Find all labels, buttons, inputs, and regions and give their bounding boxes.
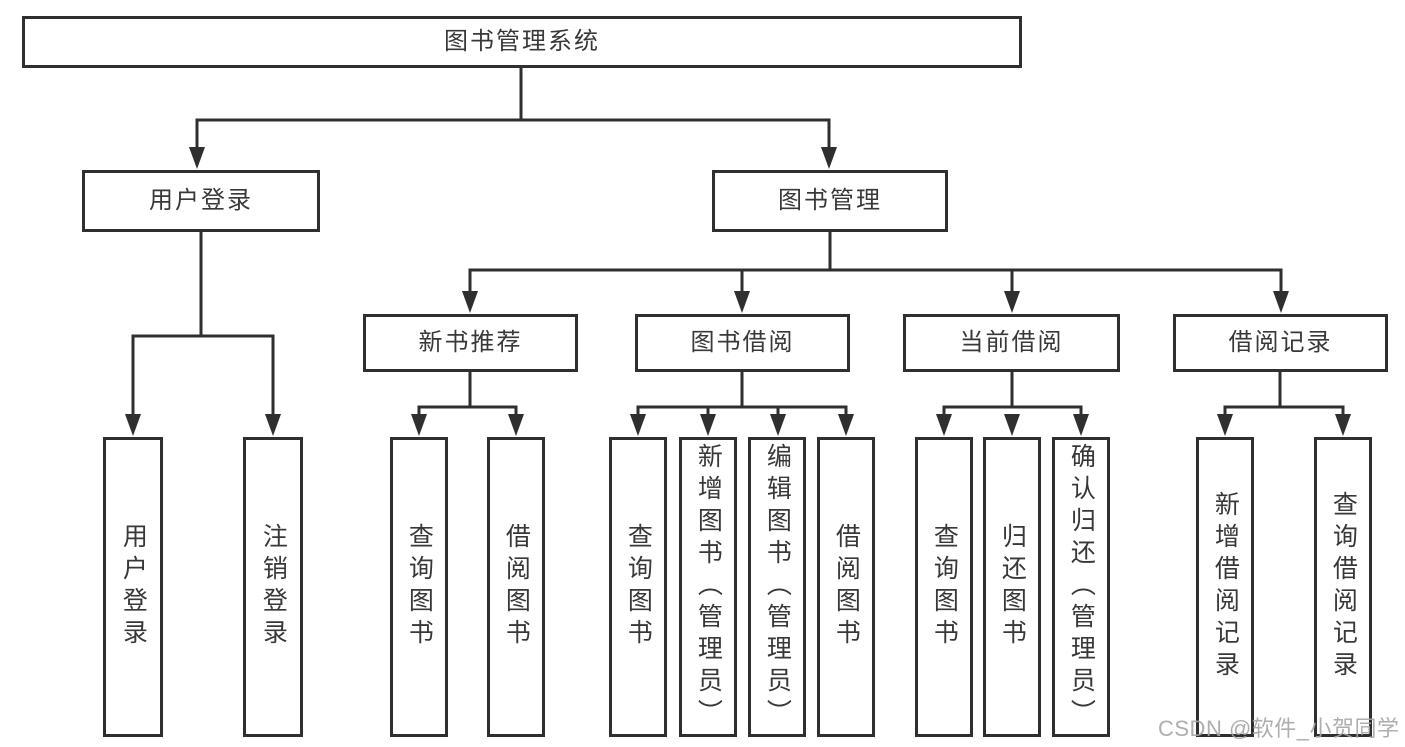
leaf-borrow-books-recommend: 借阅图书 [487, 437, 545, 737]
node-new-book-recommend: 新书推荐 [363, 314, 578, 372]
leaf-query-books-borrow: 查询图书 [609, 437, 667, 737]
leaf-borrow-books-recommend-label: 借阅图书 [502, 523, 531, 651]
leaf-query-books-borrow-label: 查询图书 [624, 523, 653, 651]
node-book-management: 图书管理 [712, 170, 948, 232]
leaf-borrow-book-label: 借阅图书 [832, 523, 861, 651]
csdn-watermark: CSDN @软件_小贺同学 [1158, 716, 1400, 741]
leaf-add-borrow-record: 新增借阅记录 [1196, 437, 1254, 737]
leaf-logout: 注销登录 [243, 437, 303, 737]
leaf-borrow-book: 借阅图书 [817, 437, 875, 737]
node-borrow-records-label: 借阅记录 [1228, 329, 1333, 356]
leaf-add-book-admin: 新增图书（管理员） [679, 437, 737, 737]
node-root: 图书管理系统 [22, 16, 1022, 68]
leaf-return-book-label: 归还图书 [998, 523, 1027, 651]
leaf-query-borrow-record: 查询借阅记录 [1314, 437, 1372, 737]
arrowheads [125, 147, 1351, 436]
node-root-label: 图书管理系统 [444, 28, 600, 55]
leaf-user-login-label: 用户登录 [119, 523, 148, 651]
leaf-edit-book-admin: 编辑图书（管理员） [748, 437, 806, 737]
leaf-query-books-recommend-label: 查询图书 [405, 523, 434, 651]
node-new-book-recommend-label: 新书推荐 [418, 329, 523, 356]
leaf-edit-book-admin-label: 编辑图书（管理员） [763, 443, 792, 731]
leaf-return-book: 归还图书 [983, 437, 1041, 737]
leaf-user-login: 用户登录 [103, 437, 163, 737]
node-book-borrow: 图书借阅 [635, 314, 850, 372]
node-borrow-records: 借阅记录 [1173, 314, 1388, 372]
node-current-borrow-label: 当前借阅 [959, 329, 1064, 356]
node-user-login-label: 用户登录 [149, 187, 253, 214]
node-user-login: 用户登录 [82, 170, 320, 232]
node-current-borrow: 当前借阅 [903, 314, 1120, 372]
leaf-logout-label: 注销登录 [259, 523, 288, 651]
leaf-query-books-recommend: 查询图书 [390, 437, 448, 737]
leaf-confirm-return-admin-label: 确认归还（管理员） [1067, 443, 1096, 731]
node-book-management-label: 图书管理 [778, 187, 882, 214]
leaf-confirm-return-admin: 确认归还（管理员） [1052, 437, 1110, 737]
leaf-query-books-current-label: 查询图书 [930, 523, 959, 651]
node-book-borrow-label: 图书借阅 [690, 329, 795, 356]
leaf-query-books-current: 查询图书 [915, 437, 973, 737]
leaf-query-borrow-record-label: 查询借阅记录 [1329, 491, 1358, 683]
leaf-add-borrow-record-label: 新增借阅记录 [1211, 491, 1240, 683]
leaf-add-book-admin-label: 新增图书（管理员） [694, 443, 723, 731]
